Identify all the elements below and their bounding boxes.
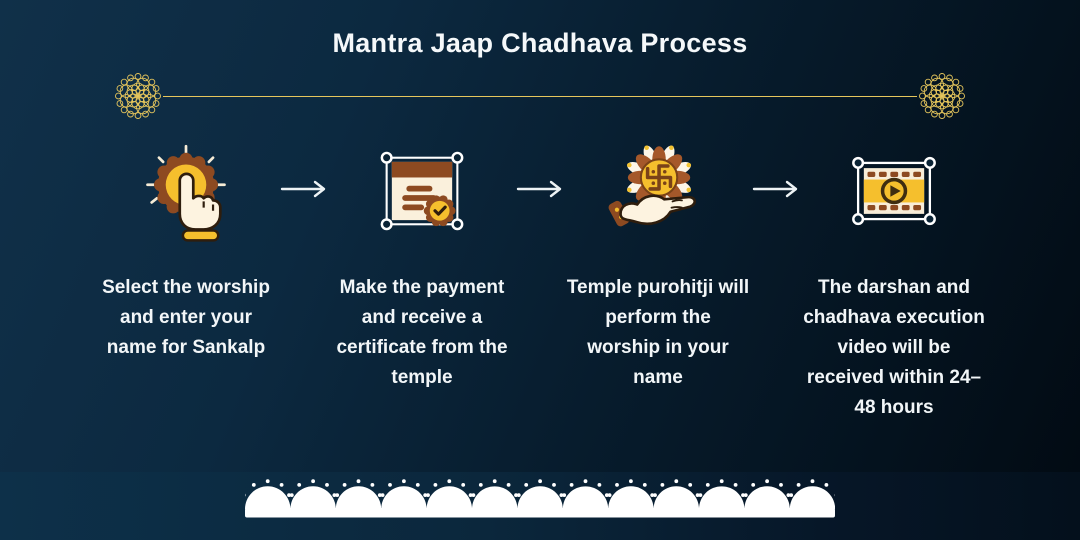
page-title: Mantra Jaap Chadhava Process	[332, 28, 748, 58]
process-steps: Select the worship and enter your name f…	[0, 139, 1080, 423]
step-select-worship: Select the worship and enter your name f…	[92, 139, 280, 423]
step-payment-certificate: Make the payment and receive a certifica…	[328, 139, 516, 423]
scallop-border	[241, 472, 839, 523]
step-caption: The darshan and chadhava execution video…	[803, 277, 985, 418]
step-perform-worship: Temple purohitji will perform the worshi…	[564, 139, 752, 423]
arrow-1	[280, 139, 328, 423]
arrow-3	[752, 139, 800, 423]
offering-hand-icon	[606, 139, 710, 243]
divider-line	[163, 95, 917, 97]
mandala-icon	[918, 72, 966, 120]
film-video-icon	[842, 139, 946, 243]
ornamental-divider	[114, 72, 966, 120]
arrow-2	[516, 139, 564, 423]
step-video-delivery: The darshan and chadhava execution video…	[800, 139, 988, 423]
step-caption: Make the payment and receive a certifica…	[336, 277, 508, 388]
mandala-icon	[114, 72, 162, 120]
step-caption: Temple purohitji will perform the worshi…	[566, 277, 750, 388]
certificate-icon	[370, 139, 474, 243]
step-caption: Select the worship and enter your name f…	[102, 277, 270, 358]
tap-select-icon	[134, 139, 238, 243]
